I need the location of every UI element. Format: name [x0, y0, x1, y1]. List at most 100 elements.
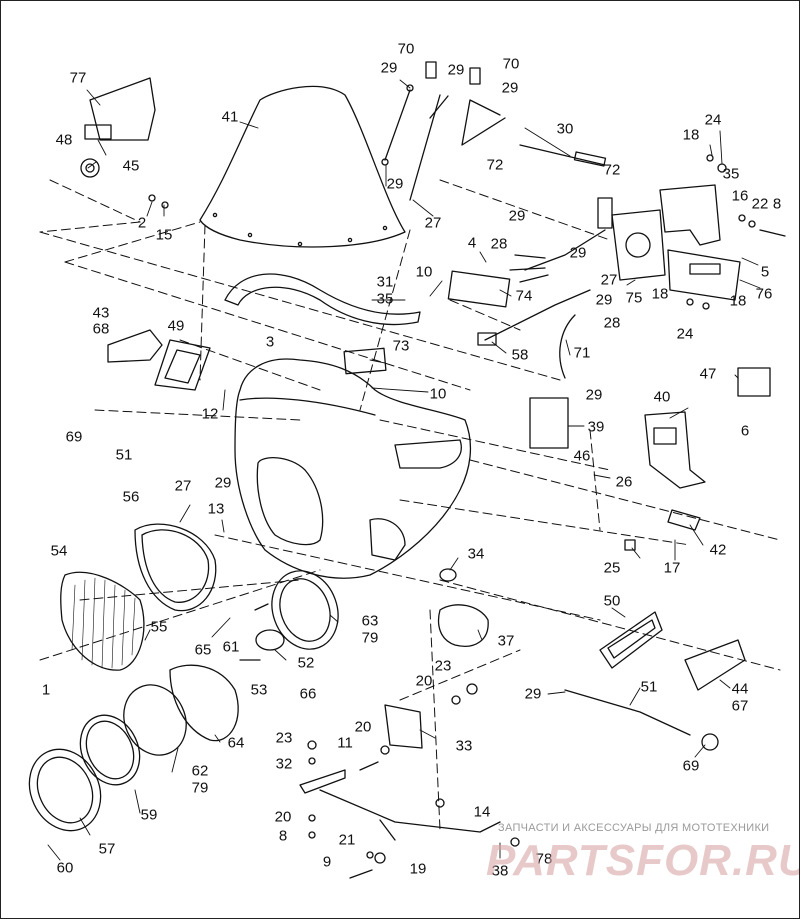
part-number-18: 18	[682, 126, 700, 144]
part-number-70: 70	[502, 55, 520, 73]
watermark-logo: PARTSFOR.RU	[486, 836, 800, 885]
part-number-47: 47	[699, 365, 717, 383]
electrical-boxes	[344, 271, 770, 550]
part-number-29: 29	[501, 79, 519, 97]
part-number-79: 79	[361, 629, 379, 647]
part-number-51: 51	[115, 446, 133, 464]
part-number-53: 53	[250, 681, 268, 699]
part-number-33: 33	[455, 737, 473, 755]
part-number-67: 67	[731, 697, 749, 715]
part-number-29: 29	[386, 175, 404, 193]
part-number-12: 12	[201, 405, 219, 423]
part-number-24: 24	[704, 111, 722, 129]
part-number-78: 78	[535, 850, 553, 868]
part-number-23: 23	[275, 729, 293, 747]
part-number-30: 30	[556, 120, 574, 138]
part-number-29: 29	[380, 59, 398, 77]
part-number-40: 40	[653, 388, 671, 406]
part-number-27: 27	[174, 477, 192, 495]
part-number-51: 51	[640, 678, 658, 696]
part-number-48: 48	[55, 131, 73, 149]
part-number-66: 66	[299, 685, 317, 703]
part-number-29: 29	[585, 386, 603, 404]
part-number-61: 61	[222, 638, 240, 656]
part-number-45: 45	[122, 157, 140, 175]
part-number-18: 18	[651, 285, 669, 303]
part-number-29: 29	[524, 685, 542, 703]
leader-lines	[48, 80, 760, 860]
part-number-74: 74	[515, 287, 533, 305]
part-number-31: 31	[376, 273, 394, 291]
part-number-17: 17	[663, 559, 681, 577]
part-number-77: 77	[69, 69, 87, 87]
part-number-39: 39	[587, 418, 605, 436]
wiring-harness	[478, 198, 612, 378]
part-number-29: 29	[447, 61, 465, 79]
part-number-64: 64	[227, 734, 245, 752]
part-number-5: 5	[760, 263, 770, 281]
part-number-56: 56	[122, 488, 140, 506]
part-number-8: 8	[278, 827, 288, 845]
part-number-29: 29	[569, 244, 587, 262]
fairing-body	[235, 359, 470, 578]
part-number-54: 54	[50, 542, 68, 560]
part-number-20: 20	[354, 718, 372, 736]
part-number-6: 6	[740, 422, 750, 440]
part-number-28: 28	[490, 235, 508, 253]
top-cables	[382, 62, 606, 200]
part-number-28: 28	[603, 314, 621, 332]
part-number-41: 41	[221, 108, 239, 126]
part-number-75: 75	[625, 289, 643, 307]
part-number-37: 37	[497, 632, 515, 650]
part-number-38: 38	[491, 862, 509, 880]
part-number-34: 34	[467, 545, 485, 563]
assembly-dashed-lines	[40, 180, 780, 830]
watermark-caption: ЗАПЧАСТИ И АКСЕССУАРЫ ДЛЯ МОТОТЕХНИКИ	[498, 822, 770, 834]
part-number-55: 55	[150, 618, 168, 636]
part-number-59: 59	[140, 806, 158, 824]
part-number-63: 63	[361, 612, 379, 630]
part-number-19: 19	[409, 860, 427, 878]
headlight-assembly	[16, 524, 348, 842]
part-number-42: 42	[709, 541, 727, 559]
part-number-21: 21	[338, 831, 356, 849]
part-number-9: 9	[322, 853, 332, 871]
part-number-50: 50	[603, 592, 621, 610]
part-number-49: 49	[167, 317, 185, 335]
part-number-60: 60	[56, 859, 74, 877]
part-number-29: 29	[214, 474, 232, 492]
part-number-14: 14	[473, 803, 491, 821]
part-number-10: 10	[429, 385, 447, 403]
part-number-69: 69	[65, 428, 83, 446]
part-number-46: 46	[573, 447, 591, 465]
part-number-52: 52	[297, 654, 315, 672]
part-number-32: 32	[275, 755, 293, 773]
part-number-73: 73	[392, 337, 410, 355]
part-number-20: 20	[415, 672, 433, 690]
part-number-29: 29	[595, 291, 613, 309]
part-number-35: 35	[376, 290, 394, 308]
part-number-27: 27	[600, 271, 618, 289]
part-number-13: 13	[207, 500, 225, 518]
part-number-8: 8	[772, 195, 782, 213]
part-number-1: 1	[41, 681, 51, 699]
part-number-70: 70	[397, 40, 415, 58]
part-number-62: 62	[191, 762, 209, 780]
part-number-69: 69	[682, 757, 700, 775]
part-number-4: 4	[467, 234, 477, 252]
part-number-44: 44	[731, 680, 749, 698]
part-number-35: 35	[722, 165, 740, 183]
part-number-10: 10	[415, 263, 433, 281]
part-number-20: 20	[274, 808, 292, 826]
part-number-22: 22	[751, 195, 769, 213]
part-number-16: 16	[731, 187, 749, 205]
part-number-68: 68	[92, 320, 110, 338]
part-number-2: 2	[137, 214, 147, 232]
part-number-11: 11	[337, 734, 353, 752]
part-number-57: 57	[98, 840, 116, 858]
part-number-43: 43	[92, 304, 110, 322]
part-number-18: 18	[729, 292, 747, 310]
lower-mount-bracket	[300, 684, 519, 878]
